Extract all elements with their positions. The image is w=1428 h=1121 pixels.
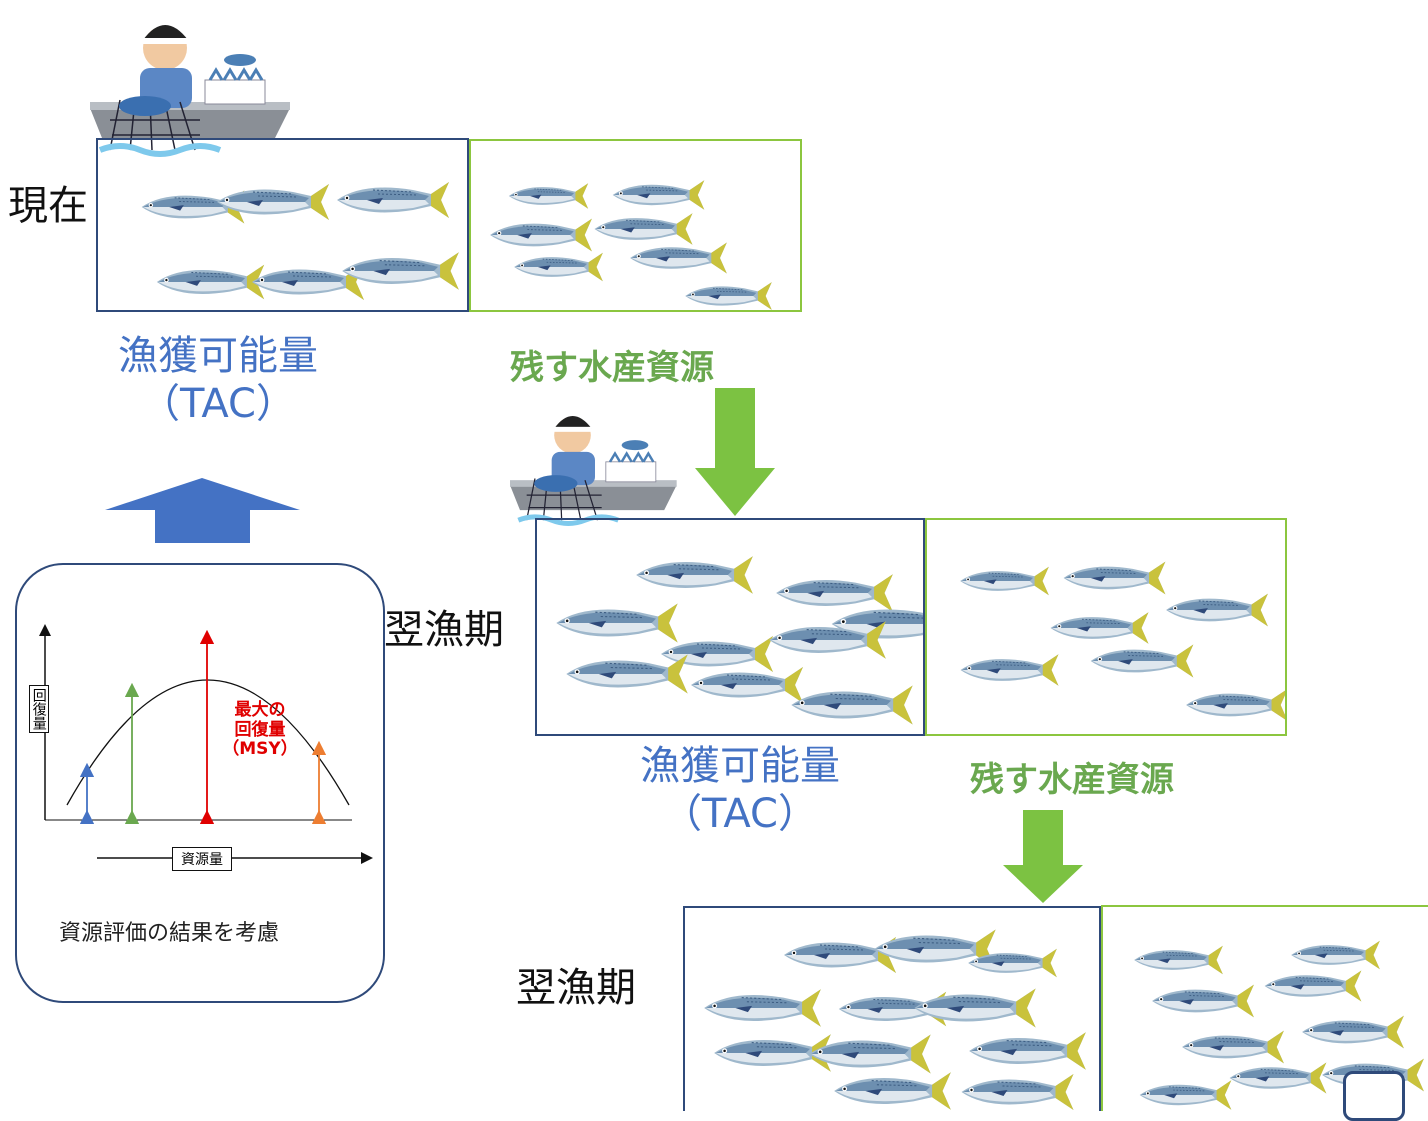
mackerel-icon (341, 251, 460, 291)
arrow-down-icon (695, 388, 775, 516)
fish-group-tac-next-2 (703, 928, 1087, 1111)
tac-box-next-1 (535, 518, 963, 736)
mackerel-icon (684, 281, 773, 311)
mackerel-icon (1181, 1030, 1285, 1064)
label-next-2: 翌漁期 (516, 965, 636, 1011)
mackerel-icon (775, 573, 894, 613)
mackerel-icon (612, 179, 705, 211)
mackerel-icon (1133, 945, 1224, 975)
msy-label-line3: （MSY） (222, 739, 298, 760)
mackerel-icon (635, 555, 754, 595)
msy-panel: 回復量 資源量 最大の 回復量 （MSY） 資源評価の結果を考慮 (15, 563, 385, 1003)
x-axis-label-box: 資源量 (172, 847, 232, 871)
remain-box-next-1 (925, 518, 1289, 736)
tac-box-now (96, 138, 469, 312)
y-axis-label: 回復量 (30, 688, 47, 730)
mackerel-icon (1151, 984, 1255, 1018)
tac-label-now-line2: （TAC） (140, 381, 296, 427)
mackerel-icon (968, 1031, 1087, 1071)
mackerel-icon (783, 936, 897, 974)
remain-label-now: 残す水産資源 (510, 348, 714, 388)
tac-box-next-2 (683, 906, 1101, 1111)
fish-group-tac-next-1 (555, 555, 963, 726)
fish-group-remain-next-1 (959, 561, 1289, 722)
msy-label-line1: 最大の (234, 700, 286, 720)
mackerel-icon (1165, 593, 1269, 627)
fisherman-boat-icon (90, 25, 290, 157)
mackerel-icon (565, 653, 689, 695)
mackerel-icon (629, 242, 728, 274)
mackerel-icon (336, 181, 450, 219)
mackerel-icon (913, 987, 1037, 1029)
remain-label-next-1: 残す水産資源 (970, 760, 1174, 800)
fish-group-remain-now (489, 179, 773, 311)
yield-curve (66, 679, 350, 806)
mackerel-icon (156, 264, 265, 300)
mackerel-icon (513, 252, 604, 282)
remain-box-next-2 (1101, 905, 1428, 1111)
tac-label-next-1-line2: （TAC） (662, 791, 818, 837)
mackerel-icon (1290, 940, 1381, 970)
mackerel-icon (1229, 1061, 1327, 1095)
mackerel-icon (833, 1071, 952, 1111)
mackerel-icon (508, 182, 589, 210)
mackerel-icon (1264, 969, 1362, 1003)
mackerel-icon (1139, 1079, 1232, 1111)
mackerel-icon (1301, 1015, 1405, 1049)
mackerel-icon (1090, 644, 1194, 678)
fisherman-boat-icon (510, 416, 677, 526)
tac-label-now-line1: 漁獲可能量 (118, 333, 318, 379)
msy-label: 最大の 回復量 （MSY） (215, 700, 305, 760)
arrow-up-icon (105, 478, 300, 543)
mackerel-icon (690, 666, 804, 704)
remain-box-now (469, 139, 802, 312)
corner-button[interactable] (1343, 1071, 1405, 1121)
tac-label-next-1: 漁獲可能量 （TAC） (615, 742, 865, 838)
label-next-1: 翌漁期 (384, 607, 504, 653)
mackerel-icon (960, 653, 1059, 687)
mackerel-icon (555, 602, 679, 644)
msy-label-line2: 回復量 (234, 719, 286, 740)
fish-group-tac-now (141, 181, 460, 301)
x-axis-label: 資源量 (181, 852, 223, 868)
arrow-down-icon (1003, 810, 1083, 903)
msy-curve-chart (39, 624, 373, 864)
mackerel-icon (1185, 688, 1289, 722)
tac-label-next-1-line1: 漁獲可能量 (640, 743, 840, 789)
label-now: 現在 (8, 183, 88, 229)
mackerel-icon (1063, 561, 1166, 595)
panel-caption: 資源評価の結果を考慮 (59, 921, 280, 946)
mackerel-icon (594, 212, 693, 246)
tac-label-now: 漁獲可能量 （TAC） (96, 332, 340, 428)
mackerel-icon (960, 1073, 1075, 1111)
mackerel-icon (959, 566, 1050, 596)
mackerel-icon (489, 218, 593, 252)
mackerel-icon (790, 684, 914, 726)
mackerel-icon (703, 988, 822, 1028)
y-axis-label-box: 回復量 (29, 685, 49, 733)
mackerel-icon (1050, 611, 1149, 645)
